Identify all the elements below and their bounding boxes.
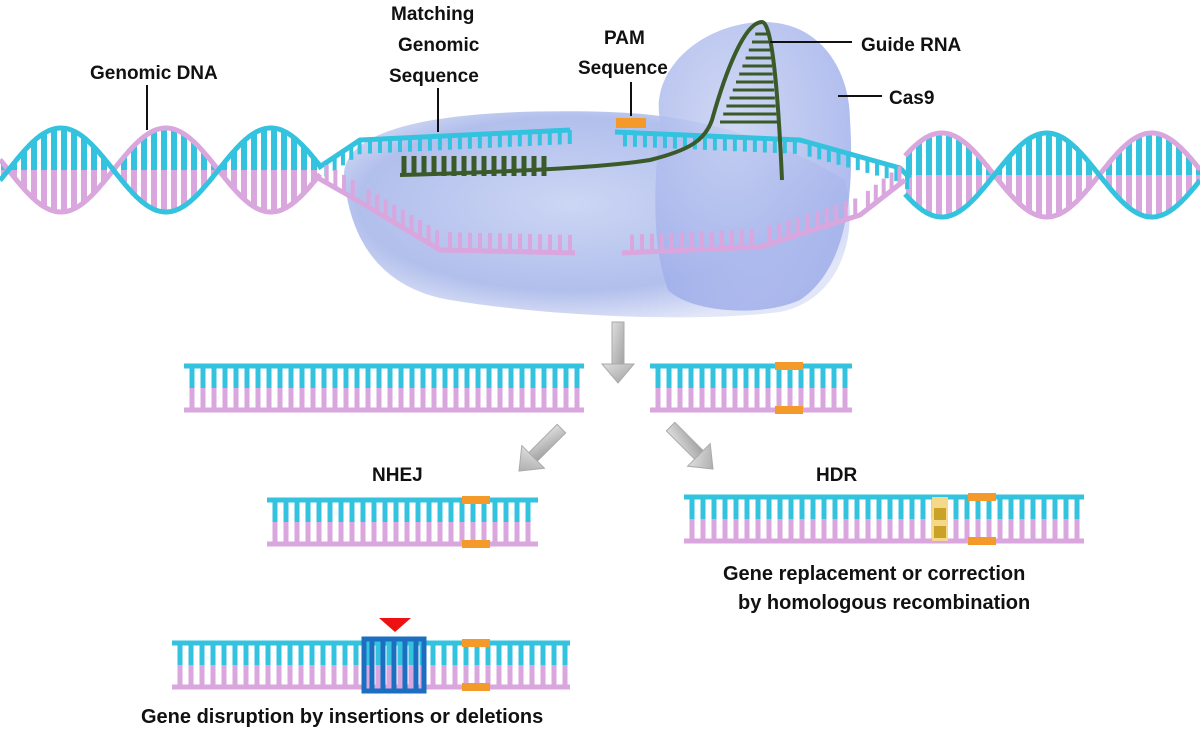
cas9-complex-icon <box>343 21 852 318</box>
nhej-ladder <box>267 496 538 548</box>
hdr-insert-bottom <box>934 526 946 538</box>
label-matching-1: Matching <box>391 4 474 25</box>
helix-backbone-top <box>0 125 322 215</box>
unwound-bottom-right-backbone <box>621 178 907 256</box>
label-hdr-caption-1: Gene replacement or correction <box>723 563 1025 585</box>
helix-backbone-bottom <box>903 130 1200 220</box>
unwound-dna-strands <box>316 127 912 256</box>
ladder-pam-top <box>775 362 803 370</box>
double-helix-left-icon <box>0 125 322 215</box>
guide-rna-strand <box>399 19 784 181</box>
ladder-pam-bottom <box>462 540 490 548</box>
ladder-pam-top <box>462 496 490 504</box>
cas9-upper-lobe <box>655 21 852 311</box>
disruption-ladder <box>172 636 570 694</box>
label-pam-1: PAM <box>604 28 645 49</box>
arrow-to-hdr-icon <box>665 421 714 470</box>
guide-rna-hairpin-icon <box>399 19 784 181</box>
label-genomic-dna: Genomic DNA <box>90 63 218 84</box>
label-hdr: HDR <box>816 465 857 486</box>
dna-ladders <box>172 362 1084 694</box>
label-cas9: Cas9 <box>889 88 934 109</box>
label-hdr-caption-2: by homologous recombination <box>738 592 1030 614</box>
ladder-pam-bottom <box>775 406 803 414</box>
indel-marker-icon <box>379 618 411 632</box>
ladder-pam-top <box>462 639 490 647</box>
double-helix-right-icon <box>903 130 1200 220</box>
helix-backbone-top <box>903 130 1200 220</box>
label-nhej-caption: Gene disruption by insertions or deletio… <box>141 706 543 728</box>
ladder-pam-top <box>968 493 996 501</box>
hdr-insert-top <box>934 508 946 520</box>
arrow-to-nhej-icon <box>518 423 567 472</box>
insertion-box <box>361 636 427 694</box>
ladder-pam-bottom <box>968 537 996 545</box>
unwound-bottom-left-backbone <box>316 175 576 256</box>
pam-marker-icon <box>616 118 646 128</box>
hdr-ladder <box>684 493 1084 545</box>
down-arrow-center-icon <box>600 321 636 384</box>
cut-ladder-right <box>650 362 852 414</box>
label-nhej: NHEJ <box>372 465 423 486</box>
label-guide-rna: Guide RNA <box>861 35 962 56</box>
label-matching-3: Sequence <box>389 66 479 87</box>
unwound-top-left-backbone <box>316 127 571 171</box>
ladder-pam-bottom <box>462 683 490 691</box>
leader-lines <box>146 41 882 132</box>
label-matching-2: Genomic <box>398 35 480 56</box>
helix-backbone-bottom <box>0 125 322 215</box>
label-pam-2: Sequence <box>578 58 668 79</box>
cut-ladder-left <box>184 363 584 413</box>
